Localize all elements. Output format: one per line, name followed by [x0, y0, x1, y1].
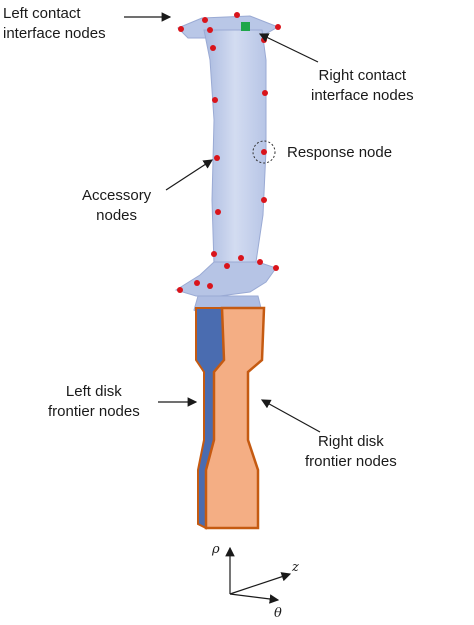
- coordinate-axes: [225, 546, 292, 604]
- label-line: Right contact: [318, 67, 407, 84]
- label-line: interface nodes: [3, 25, 106, 42]
- disk-sector: [195, 306, 266, 530]
- node: [215, 209, 221, 215]
- label-accessory: Accessory nodes: [82, 186, 151, 226]
- node: [212, 97, 218, 103]
- node: [177, 287, 183, 293]
- label-line: Left disk: [65, 383, 122, 400]
- arrow-accessory: [165, 159, 214, 191]
- node: [194, 280, 200, 286]
- axis-theta: [229, 593, 280, 604]
- blade: [174, 15, 280, 319]
- axis-label-theta: θ: [274, 606, 282, 621]
- node: [207, 27, 213, 33]
- label-response-node: Response node: [287, 144, 393, 161]
- label-left-disk: Left disk frontier nodes: [48, 382, 140, 422]
- node: [202, 17, 208, 23]
- arrow-right-contact: [258, 33, 319, 63]
- node: [261, 197, 267, 203]
- contact-node-green: [241, 22, 250, 31]
- label-line: interface nodes: [311, 87, 414, 104]
- response-node-ring: [252, 140, 276, 164]
- node: [210, 45, 216, 51]
- node: [262, 90, 268, 96]
- label-line: nodes: [96, 207, 138, 224]
- node: [275, 24, 281, 30]
- axis-label-rho: ρ: [212, 542, 220, 557]
- disk-front-face: [204, 306, 266, 530]
- label-right-contact: Right contact interface nodes: [311, 66, 414, 106]
- leader-arrows: [124, 12, 321, 433]
- label-left-contact: Left contact interface nodes: [3, 4, 106, 44]
- node: [273, 265, 279, 271]
- node: [214, 155, 220, 161]
- label-line: frontier nodes: [305, 453, 397, 470]
- label-line: Accessory: [82, 187, 152, 204]
- response-node: [261, 149, 267, 155]
- node: [234, 12, 240, 18]
- label-line: Right disk: [317, 433, 384, 450]
- node: [261, 37, 267, 43]
- node: [207, 283, 213, 289]
- node: [257, 259, 263, 265]
- arrow-right-disk: [260, 399, 321, 433]
- axis-z: [229, 572, 292, 595]
- node: [224, 263, 230, 269]
- label-line: frontier nodes: [48, 403, 140, 420]
- label-right-disk: Right disk frontier nodes: [305, 432, 397, 472]
- label-line: Left contact: [3, 5, 81, 22]
- node: [238, 255, 244, 261]
- node: [211, 251, 217, 257]
- axis-label-z: z: [292, 560, 299, 575]
- nodes: [177, 12, 281, 293]
- node: [178, 26, 184, 32]
- airfoil: [203, 29, 267, 266]
